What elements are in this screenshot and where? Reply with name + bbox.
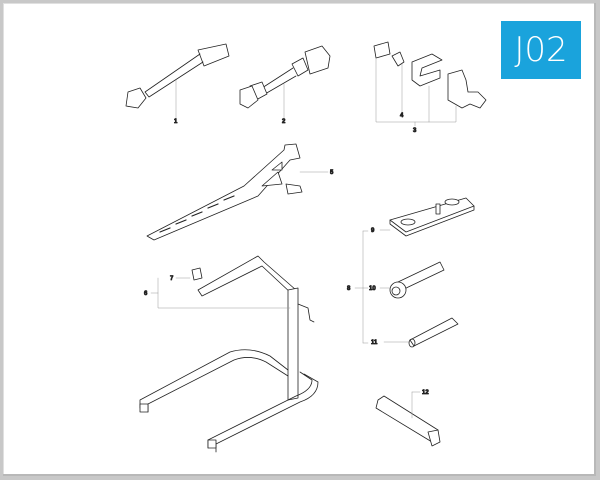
- part-2-bearing-drift[interactable]: [239, 45, 331, 119]
- diagram-frame: [3, 3, 596, 476]
- part-12-socket-wrench[interactable]: [375, 391, 441, 447]
- callout-9: 9: [371, 228, 375, 234]
- callout-1: 1: [174, 119, 178, 125]
- callout-8: 8: [347, 286, 351, 292]
- part-5-holding-wrench[interactable]: [146, 143, 329, 241]
- callout-4: 4: [400, 113, 404, 119]
- callout-3: 3: [413, 128, 417, 134]
- part-3-clamp-assembly[interactable]: [373, 41, 487, 127]
- callout-6: 6: [144, 291, 148, 297]
- callout-7: 7: [170, 276, 174, 282]
- callout-2: 2: [282, 119, 286, 125]
- part-8-tool-kit[interactable]: [354, 197, 475, 348]
- callout-11: 11: [371, 340, 378, 346]
- part-6-service-stand[interactable]: [139, 255, 319, 453]
- callout-5: 5: [330, 170, 334, 176]
- page-code-badge: J02: [501, 21, 581, 79]
- callout-10: 10: [369, 286, 376, 292]
- callout-12: 12: [422, 390, 429, 396]
- part-1-puller-rod[interactable]: [125, 43, 230, 119]
